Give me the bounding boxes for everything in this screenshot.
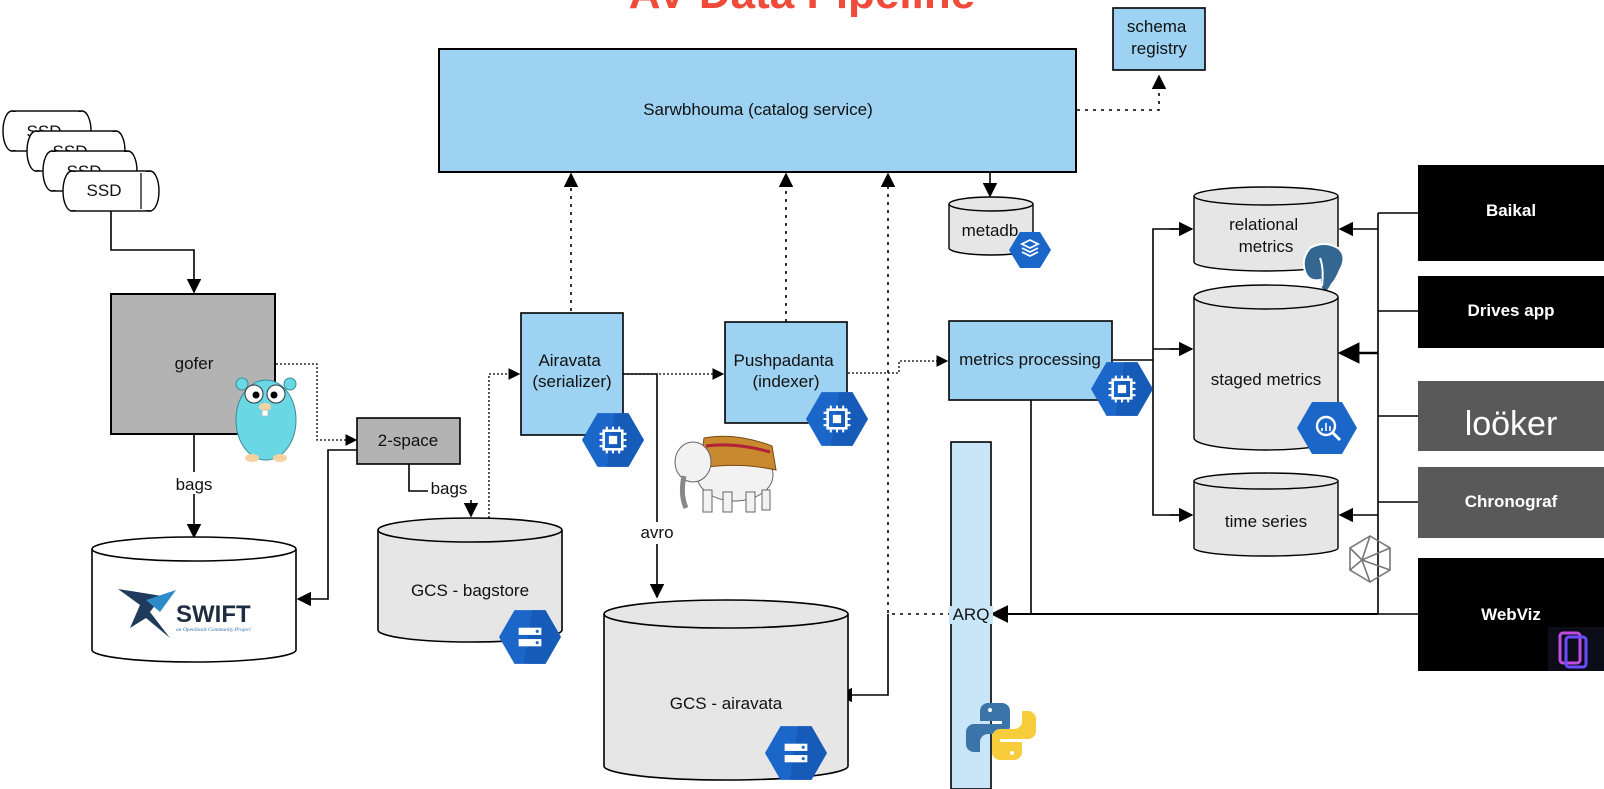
consumer-baikal-label: Baikal (1486, 201, 1536, 220)
edge-labels: bags bags avro (172, 472, 678, 544)
consumer-chronograf-label: Chronograf (1465, 492, 1558, 511)
edge-2space-swift (296, 449, 357, 607)
elephant-icon (674, 435, 777, 513)
edge-label-avro: avro (640, 523, 673, 542)
edges (110, 74, 1418, 703)
airavata-label: Airavata (serializer) (532, 351, 611, 391)
swift-logo: SWIFT an OpenStack Community Project (118, 589, 251, 638)
edge-label-bags-2space: bags (431, 479, 468, 498)
staged-metrics-label: staged metrics (1211, 370, 1322, 389)
ssd-disk: SSD (62, 170, 160, 212)
ssd-stack: SSD SSD SSD SSD (2, 110, 160, 212)
edge-arq-catalog (880, 172, 951, 615)
edge-bagstore-airavata (488, 368, 521, 518)
go-gopher-icon (235, 377, 297, 462)
gcs-bagstore-label: GCS - bagstore (411, 581, 529, 600)
metrics-processing-box[interactable]: metrics processing (948, 320, 1113, 401)
schema-registry-label: schema registry (1127, 17, 1191, 58)
two-space-box[interactable]: 2-space (356, 417, 461, 465)
consumer-bus (1377, 212, 1418, 615)
consumer-chronograf[interactable]: Chronograf (1418, 467, 1604, 538)
consumer-looker[interactable]: loöker (1418, 381, 1604, 451)
gcp-datastore-icon (1009, 232, 1051, 268)
svg-text:SWIFT: SWIFT (176, 601, 251, 628)
metadb-label: metadb (962, 221, 1019, 240)
diagram-title: AV Data Pipeline (629, 0, 975, 18)
consumer-drives-app[interactable]: Drives app (1418, 276, 1604, 348)
staged-metrics-storage[interactable]: staged metrics (1193, 284, 1339, 451)
pushpadanta-label: Pushpadanta (indexer) (734, 351, 839, 391)
two-space-label: 2-space (378, 431, 438, 450)
edge-arq-gcs (837, 614, 889, 703)
python-icon (966, 703, 1036, 760)
catalog-service-label: Sarwbhouma (catalog service) (643, 100, 873, 119)
edge-ssd-gofer (110, 206, 202, 294)
gcs-airavata-label: GCS - airavata (670, 694, 783, 713)
consumer-drives-app-label: Drives app (1468, 301, 1555, 320)
postgres-icon (1302, 243, 1345, 296)
relational-metrics-storage[interactable]: relational metrics (1193, 186, 1339, 272)
gofer-label: gofer (175, 354, 214, 373)
edge-pushpadanta-metrics (848, 355, 949, 374)
webviz-icon (1548, 627, 1604, 671)
time-series-label: time series (1225, 512, 1307, 531)
relational-metrics-label: relational metrics (1229, 215, 1303, 256)
consumer-baikal[interactable]: Baikal (1418, 165, 1604, 261)
svg-text:an OpenStack Community Project: an OpenStack Community Project (176, 627, 251, 633)
schema-registry-box[interactable]: schema registry (1112, 7, 1206, 71)
looker-logo: loöker (1465, 405, 1558, 443)
catalog-service-box[interactable]: Sarwbhouma (catalog service) (438, 48, 1077, 173)
svg-text:SSD: SSD (87, 181, 122, 200)
consumer-baikal-bg (1418, 165, 1604, 261)
gcp-bigquery-icon (1297, 402, 1357, 454)
swift-storage[interactable]: SWIFT an OpenStack Community Project (91, 536, 297, 663)
edge-gofer-2space (276, 363, 358, 446)
metrics-processing-label: metrics processing (959, 350, 1101, 369)
time-series-storage[interactable]: time series (1193, 472, 1339, 557)
arq-label: ARQ (953, 605, 990, 624)
edge-catalog-schema (1077, 74, 1167, 111)
consumer-webviz-label: WebViz (1481, 605, 1541, 624)
edge-airavata-gcs (623, 373, 665, 599)
pushpadanta-box[interactable]: Pushpadanta (indexer) (724, 321, 848, 424)
polyhedron-icon (1349, 535, 1391, 583)
edge-label-bags-gofer: bags (176, 475, 213, 494)
